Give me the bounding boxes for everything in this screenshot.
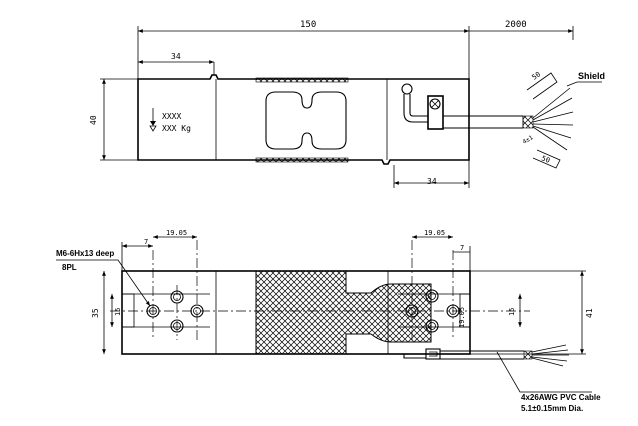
dim-7-left: 7 — [144, 238, 148, 246]
dims-right: 19.05 7 19.05 15 41 — [412, 229, 594, 355]
dim-jacket-50: 50 — [540, 154, 551, 164]
side-view: 7 19.05 15 35 M6-6Hx13 deep 8PL 19.05 7 … — [56, 229, 601, 413]
mounting-holes-left — [146, 240, 204, 340]
dim-2000-label: 2000 — [505, 20, 527, 30]
dim-19-05-right: 19.05 — [424, 229, 445, 237]
dim-19-05-vertical: 19.05 — [458, 307, 466, 328]
shield-label: Shield — [578, 71, 605, 81]
dim-15-left: 15 — [114, 308, 122, 316]
dim-34-top-label: 34 — [171, 52, 181, 61]
thread-callout-text: M6-6Hx13 deep — [56, 249, 114, 258]
cable-spec-line-2: 5.1±0.15mm Dia. — [521, 404, 583, 413]
dim-7-right: 7 — [460, 244, 464, 252]
cable-exit-top: 50 50 4±1 Shield — [401, 70, 605, 169]
dim-wire-strip: 4±1 — [522, 134, 535, 146]
load-cell-body-side — [110, 270, 530, 355]
mounting-holes-right — [405, 240, 460, 340]
strain-gauge-area — [255, 270, 432, 355]
dims-left: 7 19.05 15 35 — [91, 229, 197, 354]
thread-callout: M6-6Hx13 deep 8PL — [56, 249, 151, 307]
dim-strip-50: 50 — [531, 70, 543, 81]
dim-150-label: 150 — [300, 20, 316, 30]
dim-15-right: 15 — [508, 308, 516, 316]
top-view: 150 2000 34 34 40 XXXX — [89, 20, 605, 188]
dim-height-40: 40 — [89, 78, 138, 161]
dim-35: 35 — [91, 308, 100, 318]
capacity-line-1: XXXX — [162, 112, 181, 121]
capacity-line-2: XXX Kg — [162, 124, 191, 133]
dim-cable-2000: 2000 — [469, 20, 574, 40]
dim-length-150: 150 — [137, 20, 470, 79]
load-cell-body-top — [137, 74, 470, 165]
dim-34-bottom: 34 — [393, 160, 470, 188]
cable-spec-line-1: 4x26AWG PVC Cable — [521, 393, 601, 402]
dim-34-top: 34 — [138, 52, 215, 75]
capacity-marking: XXXX XXX Kg — [149, 108, 191, 133]
cable-exit-side: 4x26AWG PVC Cable 5.1±0.15mm Dia. — [403, 344, 601, 413]
dim-41: 41 — [585, 308, 594, 318]
dim-19-05-left: 19.05 — [166, 229, 187, 237]
dim-40-label: 40 — [89, 115, 98, 125]
thread-count-text: 8PL — [62, 263, 77, 272]
dim-34-bottom-label: 34 — [427, 177, 437, 186]
center-cutout — [265, 91, 347, 150]
